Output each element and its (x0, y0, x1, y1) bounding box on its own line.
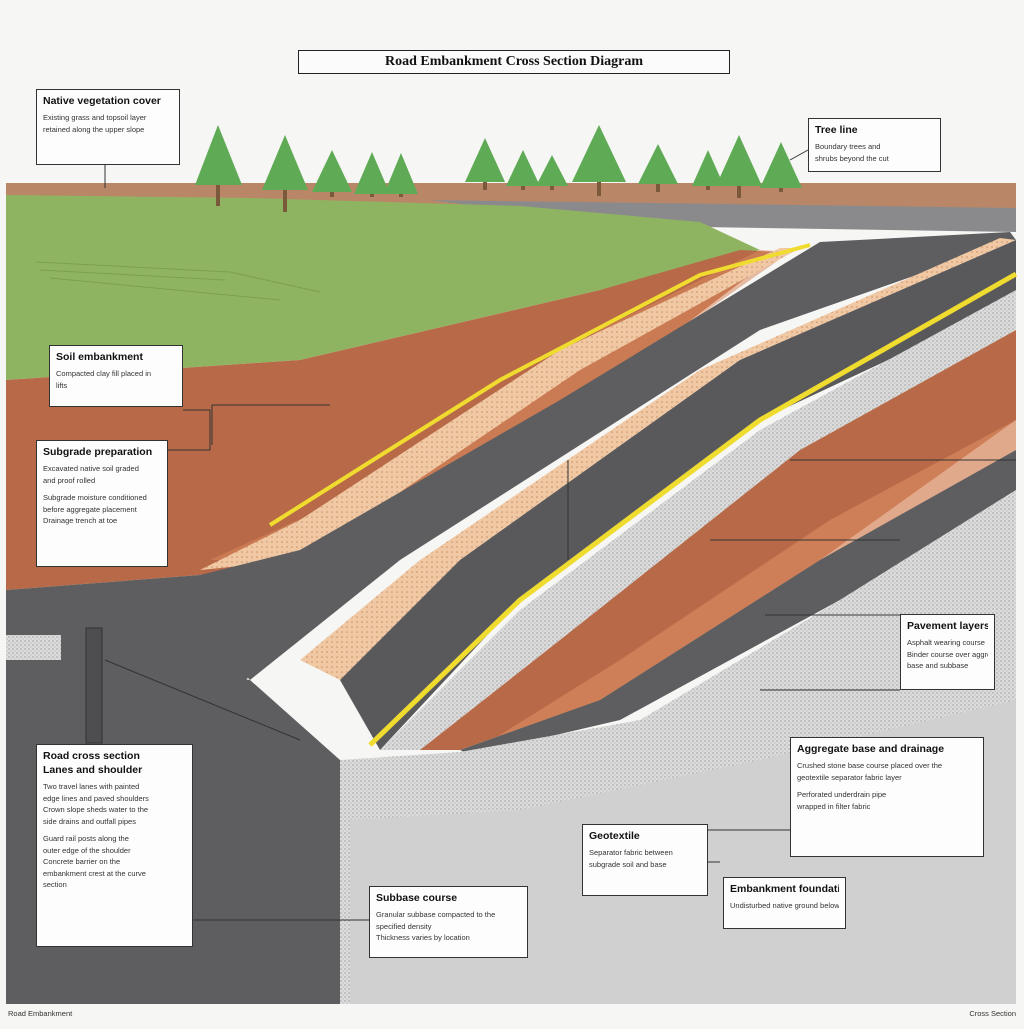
callout-pavement-layers: Pavement layers Asphalt wearing course B… (900, 614, 995, 690)
callout-line: Guard rail posts along the (43, 834, 129, 843)
callout-line: before aggregate placement (43, 504, 137, 514)
callout-line: Drainage trench at toe (43, 516, 118, 525)
edge-line-right (368, 271, 1018, 747)
callout-subheading: Lanes and shoulder (43, 764, 143, 776)
callout-geotextile: Geotextile Separator fabric between subg… (582, 824, 708, 896)
grass-texture (35, 261, 321, 301)
callout-native-vegetation: Native vegetation cover Existing grass a… (36, 89, 180, 165)
median-strip (300, 238, 1016, 680)
callout-line: Boundary trees and (815, 142, 881, 151)
callout-line: Granular subbase compacted to the (376, 910, 496, 919)
callout-line: Asphalt wearing course (907, 638, 985, 647)
callout-line: Separator fabric between (589, 848, 673, 857)
callout-heading: Road cross section (43, 750, 140, 762)
callout-line: specified density (376, 921, 432, 931)
callout-line: and proof rolled (43, 475, 96, 485)
drain-trench (6, 635, 61, 660)
callout-heading: Embankment foundation (730, 883, 839, 895)
callout-line: edge lines and paved shoulders (43, 793, 149, 803)
callout-embankment-foundation: Embankment foundation Undisturbed native… (723, 877, 846, 929)
callout-heading: Subgrade preparation (43, 446, 153, 458)
edge-line-left (268, 243, 811, 527)
callout-line: Perforated underdrain pipe (797, 790, 887, 799)
callout-line: wrapped in filter fabric (797, 801, 871, 811)
guard-post (85, 627, 103, 744)
callout-line: subgrade soil and base (589, 859, 667, 869)
footer-left-caption: Road Embankment (8, 1009, 73, 1018)
callout-heading: Aggregate base and drainage (797, 743, 945, 755)
callout-line: retained along the upper slope (43, 124, 145, 134)
callout-subgrade: Subgrade preparation Excavated native so… (36, 440, 168, 567)
callout-tree-line: Tree line Boundary trees and shrubs beyo… (808, 118, 941, 172)
callout-line: Existing grass and topsoil layer (43, 113, 147, 122)
callout-subbase-course: Subbase course Granular subbase compacte… (369, 886, 528, 958)
callout-soil-embankment: Soil embankment Compacted clay fill plac… (49, 345, 183, 407)
soil-layer-right-light (500, 420, 1016, 740)
asphalt-road-right (340, 240, 1016, 750)
callout-line: lifts (56, 380, 68, 390)
far-road-band (430, 200, 1016, 232)
gravel-layer-right (380, 290, 1016, 750)
callout-line: Crushed stone base course placed over th… (797, 761, 943, 770)
callout-line: section (43, 880, 67, 889)
callout-line: geotextile separator fabric layer (797, 772, 902, 782)
sand-shoulder-left (200, 248, 800, 570)
callout-line: Excavated native soil graded (43, 464, 139, 473)
callout-aggregate-base: Aggregate base and drainage Crushed ston… (790, 737, 984, 857)
callout-line: Two travel lanes with painted (43, 782, 140, 791)
callout-line: side drains and outfall pipes (43, 816, 136, 826)
callout-road-cross-section: Road cross section Lanes and shoulder Tw… (36, 744, 193, 947)
callout-line: Undisturbed native ground below (730, 901, 839, 910)
callout-line: Compacted clay fill placed in (56, 369, 152, 378)
asphalt-road-left (6, 232, 1016, 700)
footer-right-caption: Cross Section (969, 1009, 1016, 1018)
callout-line: Subgrade moisture conditioned (43, 493, 147, 502)
callout-heading: Soil embankment (56, 351, 143, 363)
callout-heading: Subbase course (376, 892, 458, 904)
callout-line: Concrete barrier on the (43, 857, 121, 866)
callout-heading: Tree line (815, 124, 858, 136)
callout-line: Thickness varies by location (376, 933, 470, 942)
tree-line (195, 125, 802, 212)
callout-heading: Native vegetation cover (43, 95, 161, 107)
callout-line: embankment crest at the curve (43, 868, 146, 878)
callout-line: Crown slope sheds water to the (43, 805, 149, 814)
callout-line: Binder course over aggregate (907, 649, 988, 659)
callout-heading: Geotextile (589, 830, 640, 842)
diagram-title: Road Embankment Cross Section Diagram (298, 50, 730, 74)
callout-line: outer edge of the shoulder (43, 845, 131, 855)
callout-heading: Pavement layers (907, 620, 988, 632)
grass-field (6, 195, 760, 380)
callout-line: base and subbase (907, 661, 969, 670)
leader-lines (104, 149, 1016, 921)
callout-line: shrubs beyond the cut (815, 153, 889, 163)
